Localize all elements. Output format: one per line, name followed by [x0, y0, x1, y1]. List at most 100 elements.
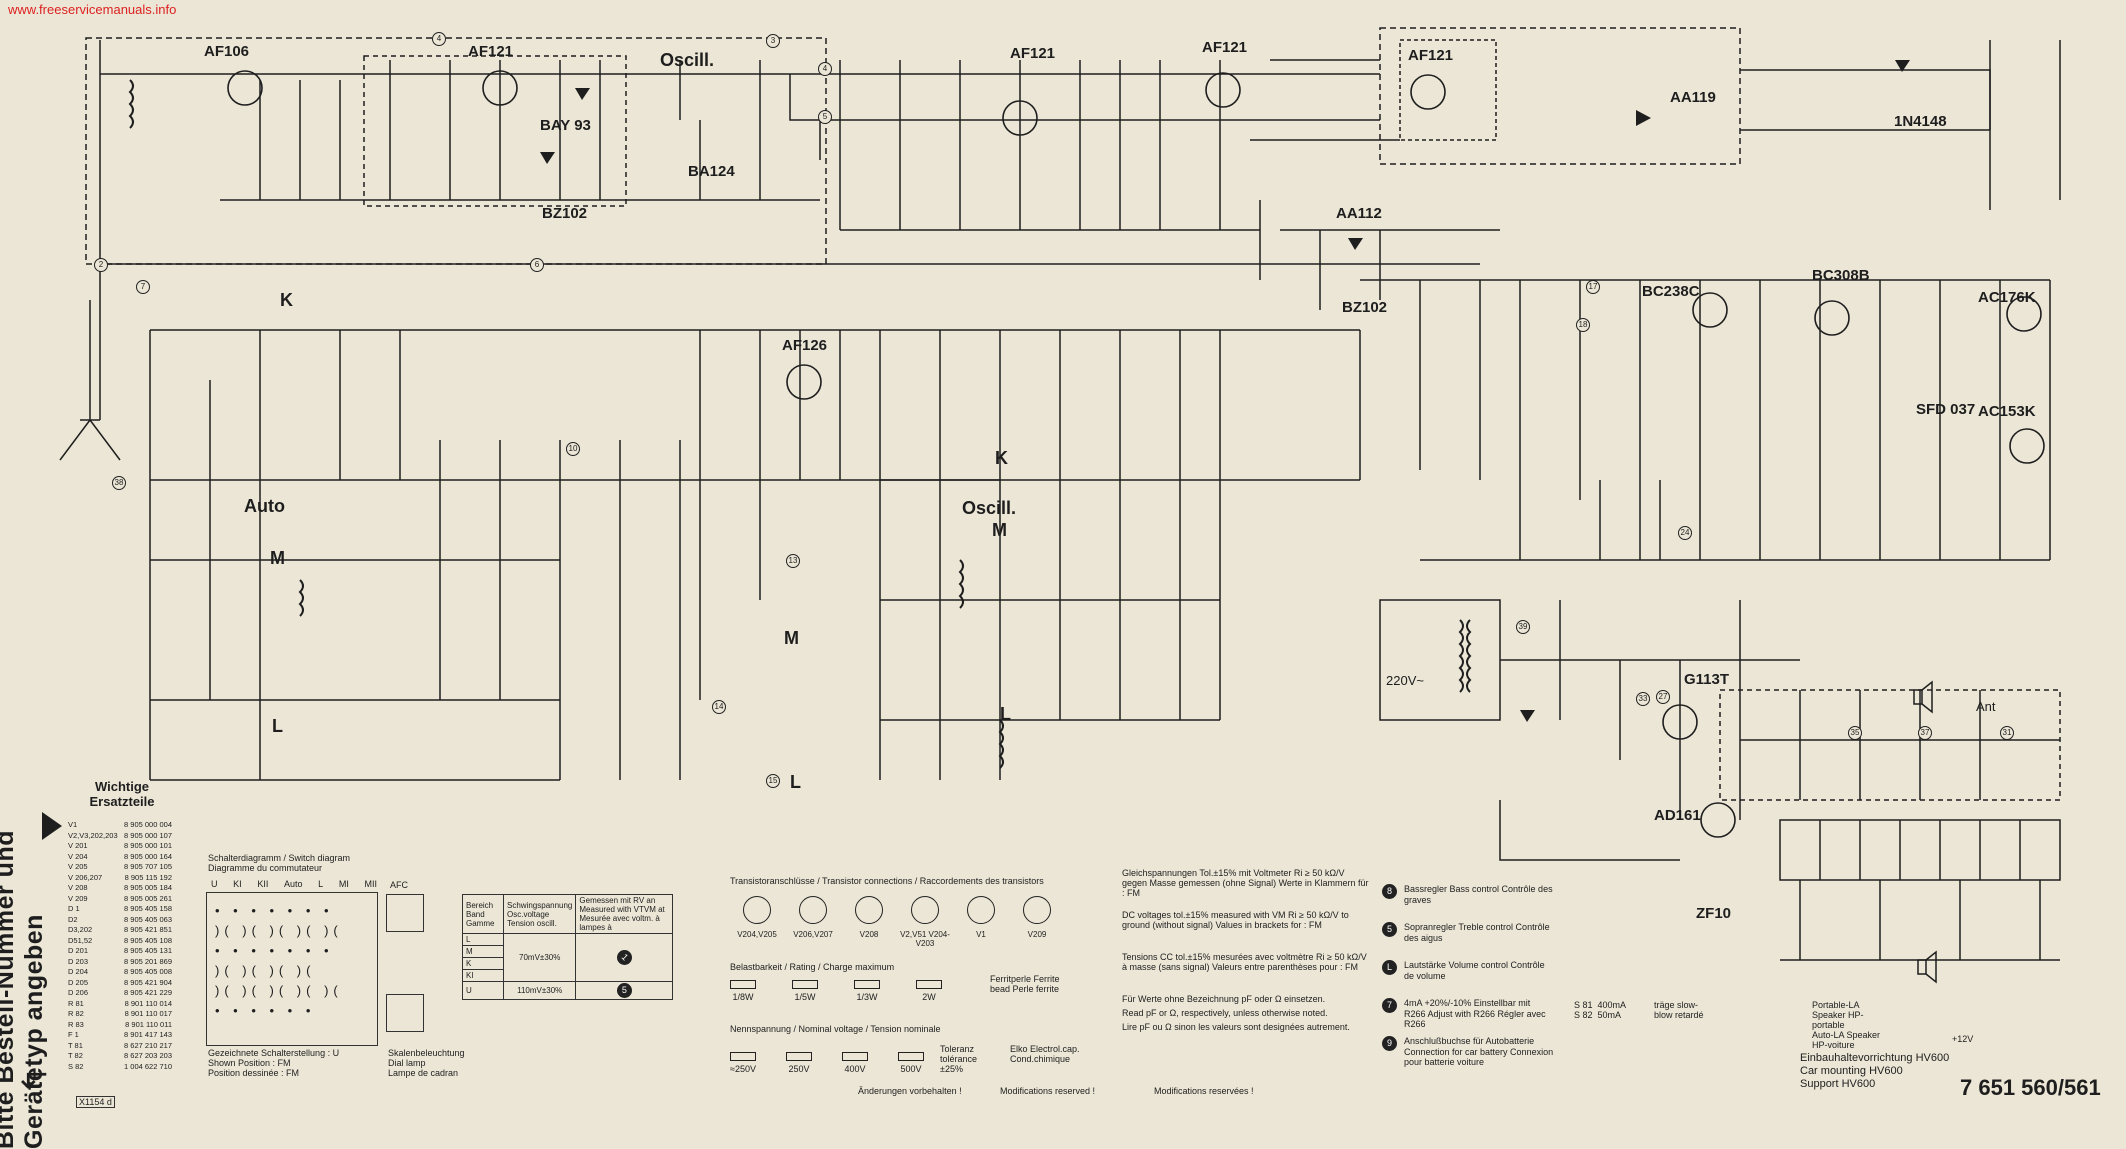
part-number: 8 905 000 101: [124, 841, 172, 850]
diode-aa119: AA119: [1670, 89, 1716, 106]
switch-title-fr: Diagramme du commutateur: [208, 863, 323, 873]
fuse-info: S 81 400mA S 82 50mA: [1574, 1000, 1626, 1020]
part-ref: V 209: [68, 893, 88, 903]
fuse-s82: S 82: [1574, 1010, 1593, 1020]
switch-column: L: [318, 879, 324, 889]
band-l-1: L: [272, 716, 283, 736]
osc-band: K: [462, 957, 504, 970]
pad-31: 31: [2000, 726, 2014, 740]
part-number: 8 905 421 904: [124, 977, 172, 987]
pad-10: 10: [566, 442, 580, 456]
rating-item: 250V: [786, 1052, 812, 1082]
changes-de: Änderungen vorbehalten !: [858, 1086, 962, 1096]
transistor-af121-d: AF121: [1408, 47, 1454, 64]
parts-row: D 204 8 905 405 008: [68, 967, 172, 978]
part-number: 8 905 707 105: [124, 862, 172, 871]
ferrite-label: Ferritperle Ferrite bead Perle ferrite: [990, 974, 1060, 994]
diode-sfd037: SFD 037: [1916, 401, 1976, 418]
part-number: 8 627 210 217: [124, 1040, 172, 1050]
dc-note-de: Gleichspannungen Tol.±15% mit Voltmeter …: [1122, 868, 1369, 898]
part-ref: D 204: [68, 967, 89, 976]
dial-lamp-fr: Lampe de cadran: [388, 1068, 459, 1078]
transistor-type-label: V204,V205: [737, 930, 777, 939]
transistor-case-icon: [799, 896, 827, 924]
transistor-af121-b: AF121: [1010, 45, 1056, 62]
pad-2: 2: [94, 258, 108, 272]
measure-point-5: 5: [616, 983, 632, 998]
part-ref: T 81: [68, 1040, 83, 1050]
pad-17: 17: [1586, 280, 1600, 294]
document-number: 7 651 560/561: [1960, 1075, 2101, 1100]
dc-note-fr: Tensions CC tol.±15% mesurées avec voltm…: [1122, 952, 1367, 972]
part-ref: V 206,207: [68, 872, 103, 882]
diode-aa112: AA112: [1336, 205, 1382, 222]
part-ref: D 201: [68, 946, 89, 955]
switch-column: KII: [257, 879, 269, 889]
pad-4b: 4: [818, 62, 832, 76]
mount-de: Einbauhaltevorrichtung HV600: [1800, 1052, 1950, 1064]
transistor-pinout: V209: [1010, 896, 1064, 939]
afc-label: AFC: [390, 880, 408, 890]
part-ref: R 81: [68, 998, 84, 1008]
switch-title-de: Schalterdiagramm / Switch diagram: [208, 853, 351, 863]
part-ref: V1: [68, 820, 78, 829]
mains-label: 220V~: [1386, 673, 1424, 688]
units-note-en: Read pF or Ω, respectively, unless other…: [1122, 1008, 1328, 1018]
units-note-de: Für Werte ohne Bezeichnung pF oder Ω ein…: [1122, 994, 1326, 1004]
rating-label: 2W: [922, 992, 936, 1002]
band-m-2: M: [784, 628, 799, 648]
part-number: 8 905 005 184: [124, 883, 172, 892]
resistor-icon: [730, 980, 756, 989]
speaker-auto: Auto-LA Speaker HP-voiture: [1812, 1030, 1881, 1050]
switch-column: MII: [364, 879, 378, 889]
pad-38: 38: [112, 476, 126, 490]
pad-27: 27: [1656, 690, 1670, 704]
rating-label: 1/3W: [856, 992, 878, 1002]
part-ref: D3,202: [68, 925, 93, 934]
antenna-label: Ant: [1976, 699, 1996, 714]
pad-5: 5: [818, 110, 832, 124]
switch-column: KI: [233, 879, 242, 889]
part-ref: D2: [68, 914, 78, 924]
part-number: 8 901 110 011: [125, 1019, 172, 1029]
fuse-s82-value: 50mA: [1597, 1010, 1622, 1020]
diode-ba124: BA124: [688, 163, 735, 180]
control-marker-icon: 8: [1382, 884, 1397, 899]
switch-caption-fr: Position dessinée : FM: [208, 1068, 300, 1078]
rating-label: 400V: [844, 1064, 866, 1074]
mount-en: Car mounting HV600: [1800, 1065, 1903, 1077]
switch-column: U: [211, 879, 218, 889]
dial-lamp-box: [386, 994, 424, 1032]
oscill-label-top: Oscill.: [660, 50, 715, 70]
dc-note-en: DC voltages tol.±15% measured with VM Ri…: [1122, 910, 1349, 930]
fuse-type: träge slow-blow retardé: [1654, 1000, 1704, 1020]
part-number: 1 004 622 710: [124, 1061, 172, 1071]
part-ref: V 204: [68, 851, 88, 861]
part-number: 8 905 405 008: [124, 967, 172, 976]
part-number: 8 905 000 164: [124, 851, 172, 861]
battery-voltage: +12V: [1952, 1034, 1974, 1044]
rating-label: 500V: [900, 1064, 922, 1074]
transistor-type-label: V208: [859, 930, 879, 939]
rating-label: 1/5W: [794, 992, 816, 1002]
resistor-icon: [730, 1052, 756, 1061]
switch-contacts: • • • • • • •)( )( )( )( )(• • • • • • •…: [215, 903, 343, 1018]
part-ref: R 82: [68, 1009, 84, 1018]
part-ref: D51,52: [68, 935, 93, 945]
part-number: 8 905 000 004: [124, 820, 172, 829]
transistor-case-icon: [967, 896, 995, 924]
transistor-ad161: AD161: [1654, 807, 1701, 824]
band-m-3: M: [992, 520, 1007, 540]
transistor-type-label: V2,V51 V204-V203: [900, 930, 950, 948]
schematic-wiring: [59, 27, 2061, 984]
